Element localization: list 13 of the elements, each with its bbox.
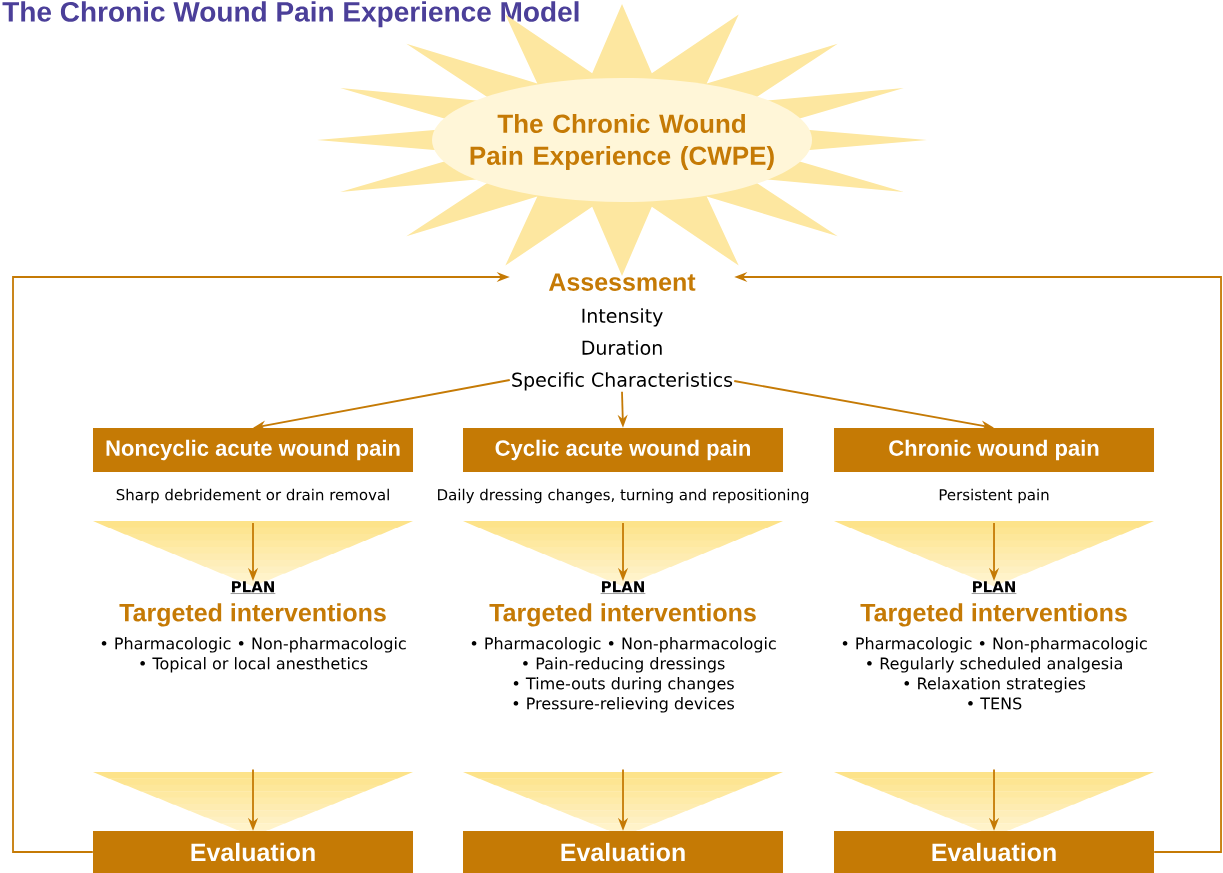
evaluation-box: Evaluation bbox=[463, 831, 783, 873]
description-text: Persistent pain bbox=[939, 488, 1049, 504]
plan-text: PLAN Targeted interventions • Pharmacologic • Non-pharmacologic • Regularly scheduled analgesia • Relaxation strategies • TENS bbox=[842, 581, 1147, 710]
category-box: Cyclic acute wound pain bbox=[463, 428, 783, 472]
description-text: Sharp debridement or drain removal bbox=[116, 488, 389, 504]
description-text: Daily dressing changes, turning and repositioning bbox=[438, 488, 809, 504]
evaluation-box: Evaluation bbox=[93, 831, 413, 873]
category-box: Noncyclic acute wound pain bbox=[93, 428, 413, 472]
assessment-text: Assessment Intensity Duration Specific Characteristics bbox=[512, 273, 733, 391]
evaluation-box: Evaluation bbox=[834, 831, 1154, 873]
category-box: Chronic wound pain bbox=[834, 428, 1154, 472]
plan-text: PLAN Targeted interventions • Pharmacologic • Non-pharmacologic • Pain-reducing dressings • Time-outs during changes • Pressure-relieving devices bbox=[471, 581, 776, 713]
plan-text: PLAN Targeted interventions • Pharmacologic • Non-pharmacologic • Topical or local anesthetics bbox=[101, 581, 406, 673]
